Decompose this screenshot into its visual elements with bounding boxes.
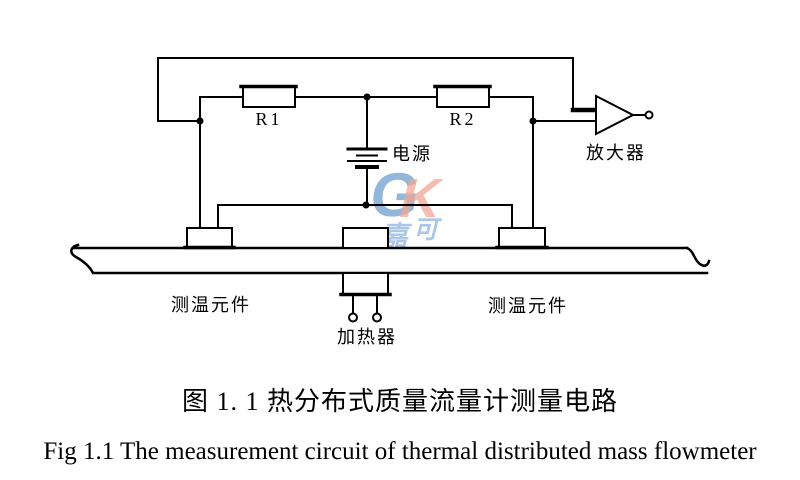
pipe-break-left — [70, 243, 95, 275]
resistor-r1-label: R1 — [255, 109, 283, 129]
figure-caption-chinese: 图 1. 1 热分布式质量流量计测量电路 — [181, 387, 618, 416]
wires — [157, 57, 599, 229]
watermark-ke-glyph: 可 — [413, 216, 439, 244]
junction-dots — [196, 93, 537, 209]
junction-dot — [363, 93, 371, 101]
figure-caption-english: Fig 1.1 The measurement circuit of therm… — [43, 438, 757, 465]
junction-dot — [196, 117, 204, 125]
resistor-r2-label: R2 — [449, 109, 477, 129]
resistor-r2-symbol — [433, 84, 492, 108]
junction-dot — [362, 201, 370, 209]
battery-symbol — [346, 147, 388, 169]
heater-label: 加热器 — [337, 327, 397, 347]
temp-sensor-right-symbol — [495, 227, 549, 250]
temp-sensor-left-symbol — [183, 227, 236, 250]
heater-terminal — [348, 312, 358, 323]
pipe — [70, 243, 711, 275]
op-amp-symbol — [595, 94, 654, 136]
pipe-break-right — [685, 246, 711, 267]
heater-terminal — [372, 312, 382, 323]
resistor-r1-symbol — [239, 84, 298, 108]
junction-dot — [529, 117, 537, 125]
heater-symbol — [339, 227, 392, 323]
temp-sensor-right-label: 测温元件 — [488, 296, 568, 316]
power-supply-label: 电源 — [392, 144, 432, 164]
temp-sensor-left-label: 测温元件 — [171, 295, 251, 315]
amplifier-label: 放大器 — [586, 143, 646, 163]
